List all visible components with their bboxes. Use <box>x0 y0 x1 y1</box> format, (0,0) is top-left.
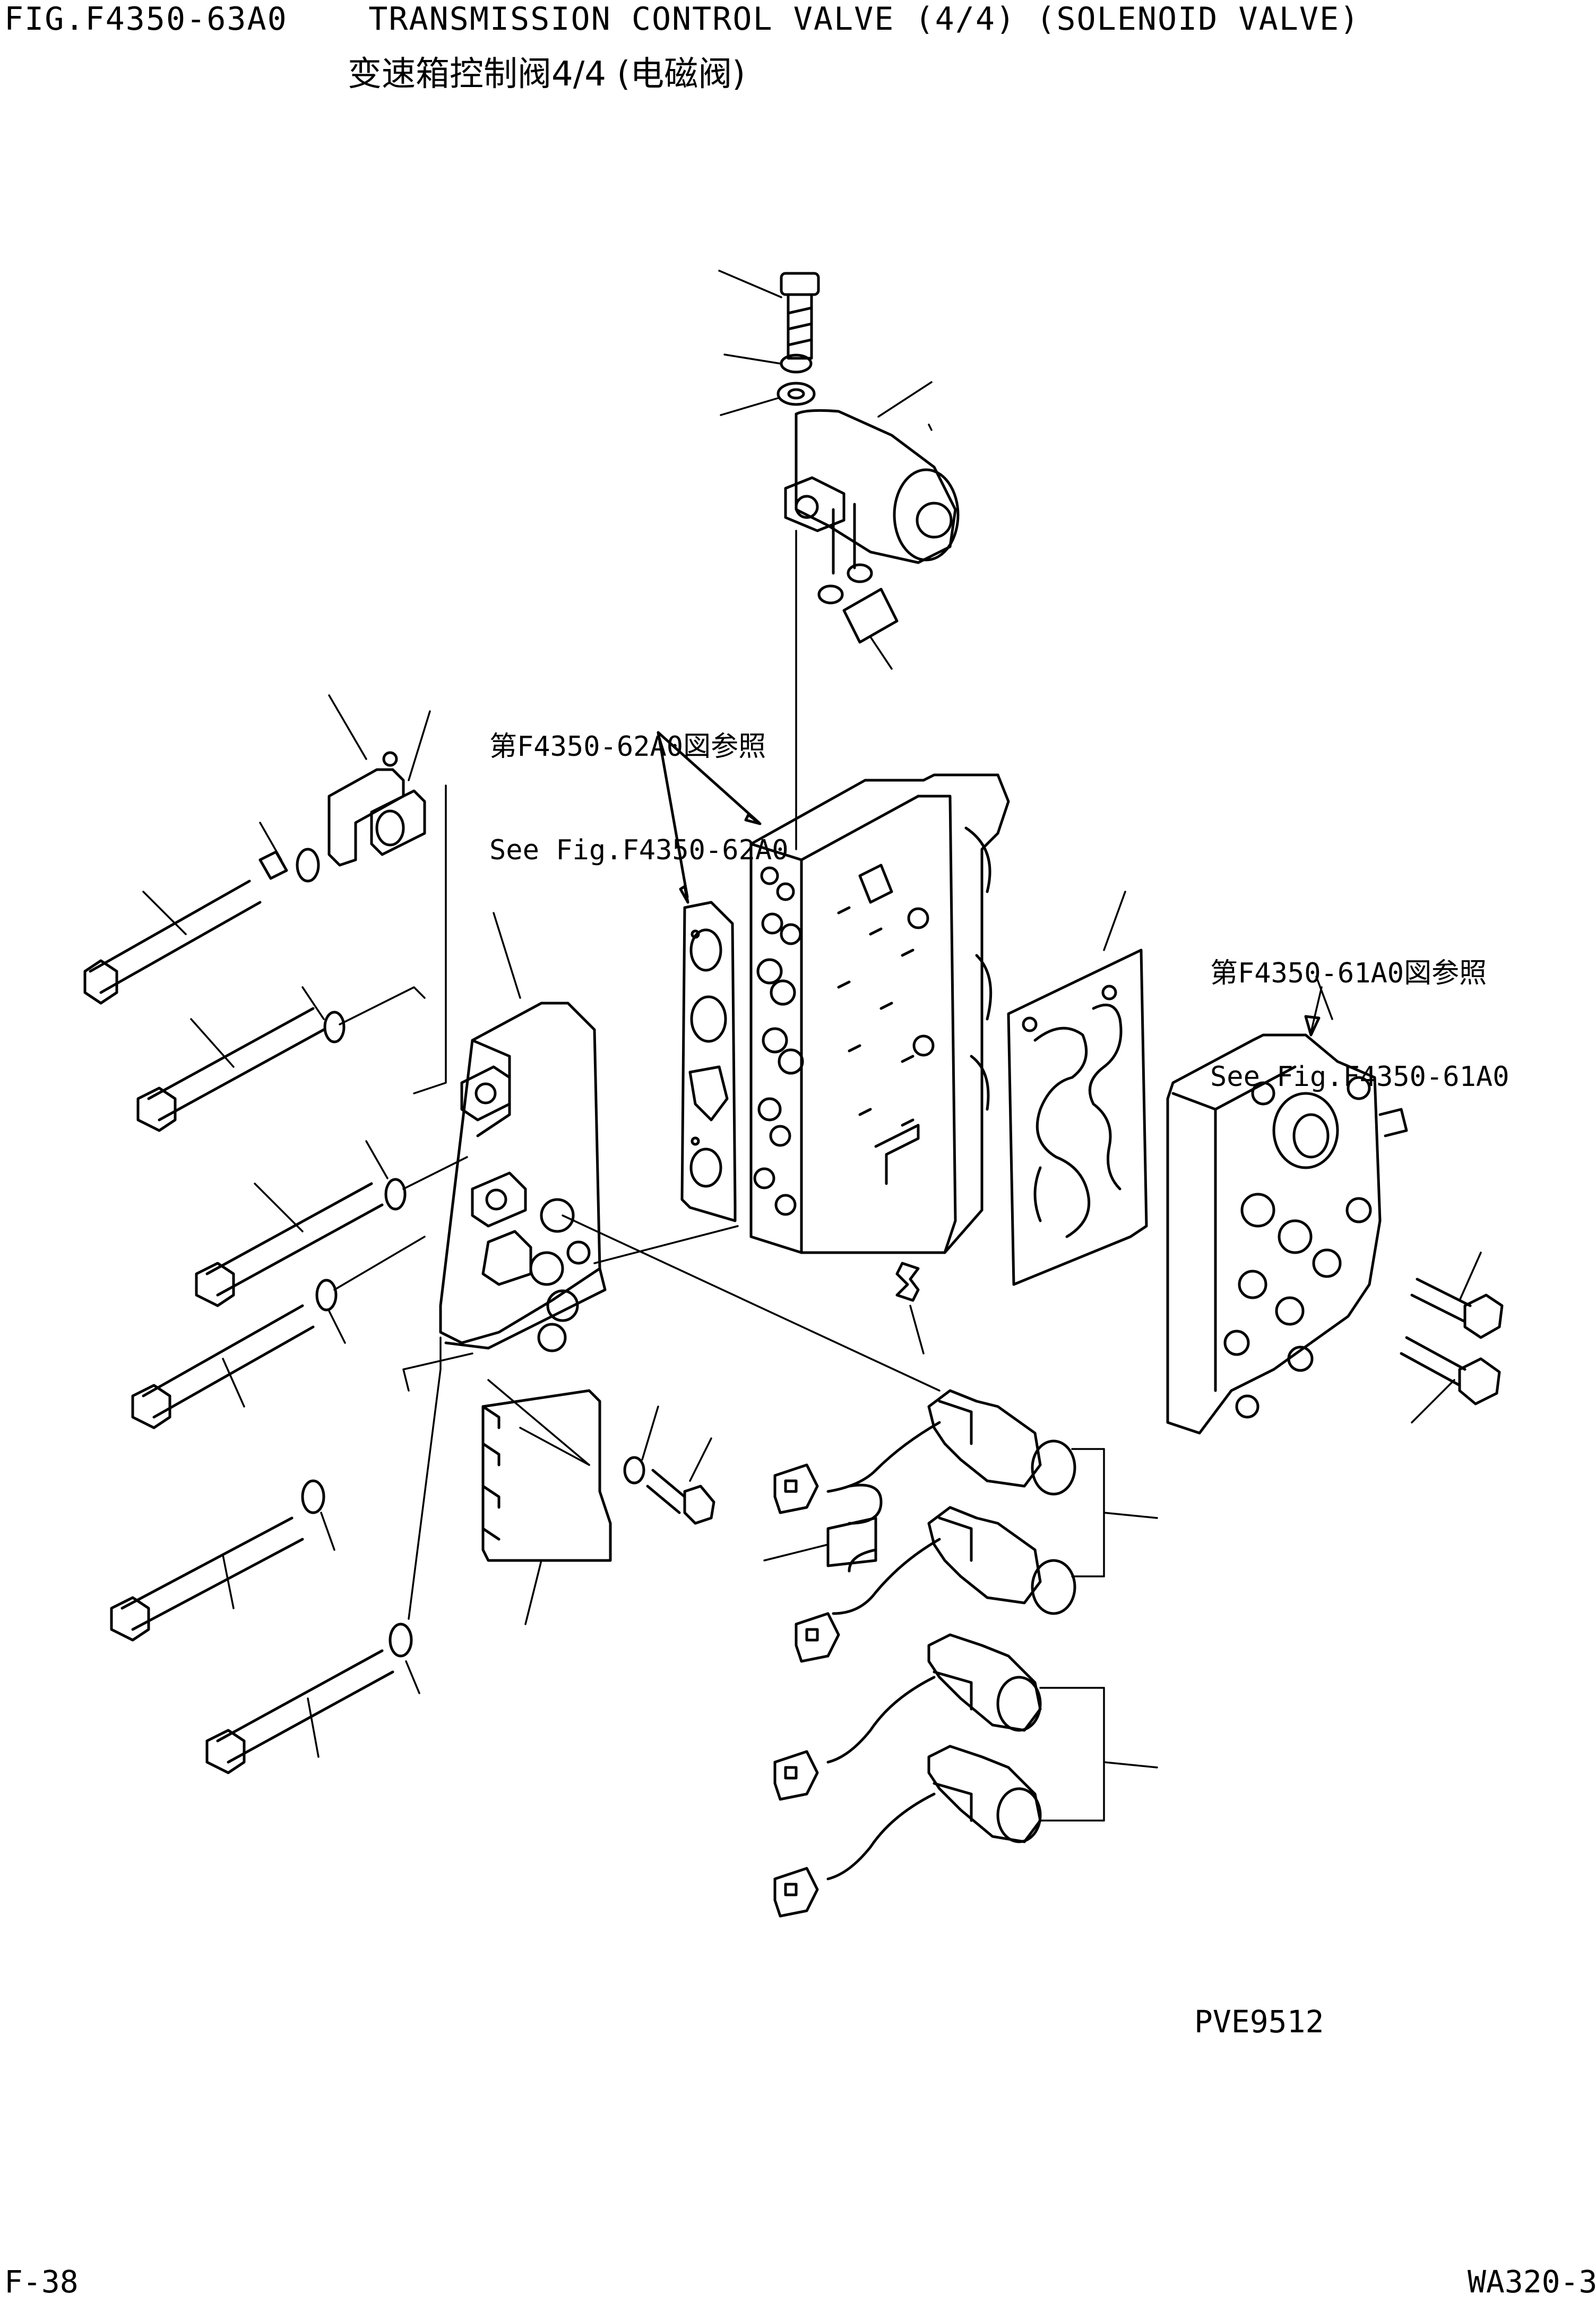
cross-reference-61a0-jp: 第F4350-61A0図参照 <box>1210 958 1487 989</box>
left-bolt-2 <box>136 986 426 1132</box>
solenoid-valve-2 <box>795 1506 1076 1663</box>
left-bolt-5 <box>110 1479 335 1642</box>
cross-reference-62a0-en: See Fig.F4350-62A0 <box>489 834 789 866</box>
bottom-cover <box>481 1379 612 1625</box>
valve-body-61a0 <box>1166 976 1408 1435</box>
cushion-clamp <box>370 710 431 856</box>
figure-subtitle: 变速箱控制阀4/4 (电磁阀) <box>348 55 746 94</box>
flat-washer <box>720 382 816 416</box>
model-number: WA320-3 <box>1468 2264 1596 2300</box>
leader-to-solenoids <box>562 1214 941 1392</box>
top-bolt <box>718 270 820 360</box>
bracket <box>327 694 405 867</box>
left-bolt-1 <box>83 822 320 1005</box>
solenoid-valve-1 <box>773 1389 1076 1514</box>
cross-reference-62a0: 第F4350-62A0図参照 See Fig.F4350-62A0 <box>489 661 789 902</box>
arrow-head-2 <box>744 813 762 825</box>
reference-arrows-62a0 <box>657 731 761 899</box>
drawing-number: PVE9512 <box>1194 2004 1324 2040</box>
left-bolt-3 <box>195 1140 468 1307</box>
top-solenoid <box>784 381 960 850</box>
solenoid-valve-4 <box>773 1687 1158 1918</box>
arrow-head-1 <box>679 885 689 904</box>
cross-reference-62a0-jp: 第F4350-62A0図参照 <box>489 731 766 763</box>
left-bolt-6 <box>205 1623 420 1774</box>
left-bolt-4 <box>131 1236 426 1429</box>
left-leader-lines <box>402 784 473 1620</box>
page-number: F-38 <box>4 2264 79 2300</box>
valve-body-62a0 <box>749 773 1010 1355</box>
cross-reference-61a0: 第F4350-61A0図参照 See Fig.F4350-61A0 <box>1210 887 1509 1129</box>
cross-reference-61a0-en: See Fig.F4350-61A0 <box>1210 1061 1509 1093</box>
lock-washer <box>723 353 813 374</box>
bolts-right <box>1400 1252 1504 1424</box>
bottom-bolt <box>623 1405 715 1525</box>
figure-title: FIG.F4350-63A0 TRANSMISSION CONTROL VALV… <box>4 1 1360 38</box>
gasket-left <box>680 901 737 1222</box>
harness-clip <box>763 1448 1158 1577</box>
cover-plate <box>439 912 739 1352</box>
gasket-center <box>1007 891 1148 1286</box>
solenoid-valve-3 <box>773 1633 1042 1801</box>
